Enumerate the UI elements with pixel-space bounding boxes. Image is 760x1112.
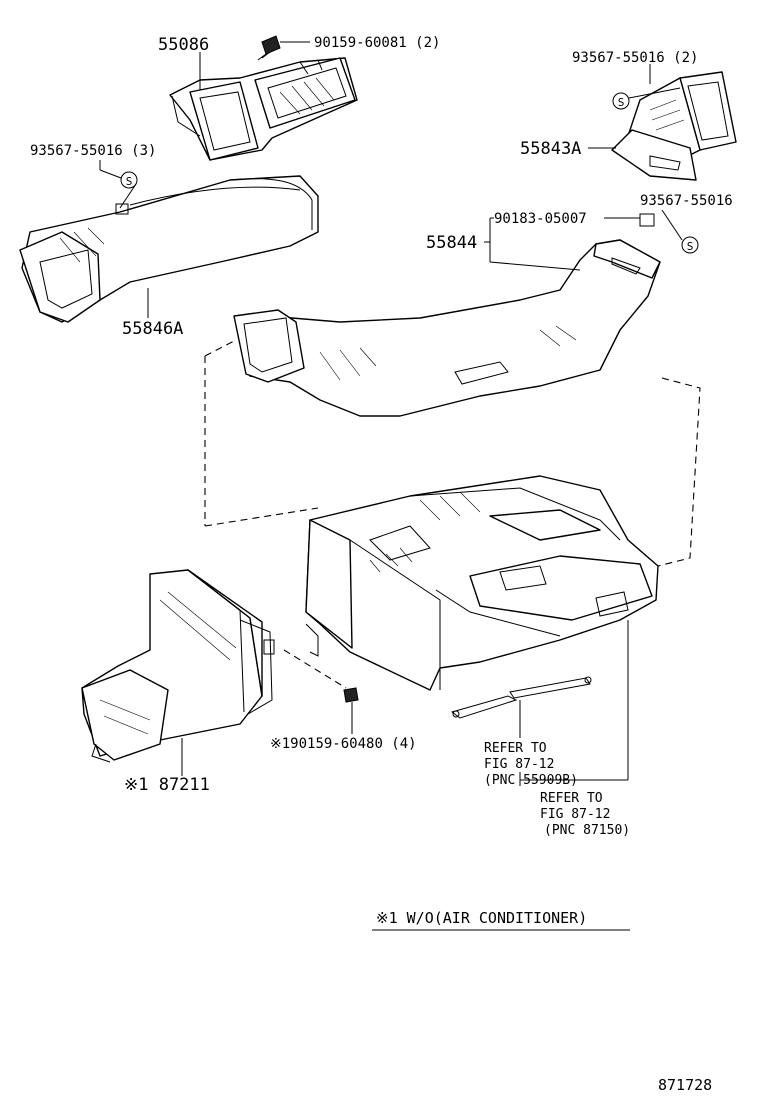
svg-text:S: S xyxy=(687,240,694,253)
label-55086: 55086 xyxy=(158,35,209,55)
screw-symbol-3: S xyxy=(681,236,699,254)
bolt-90159-60081 xyxy=(257,35,310,61)
figure-number: 871728 xyxy=(658,1076,712,1094)
label-87211: ※1 87211 xyxy=(124,775,210,795)
label-55846A: 55846A xyxy=(122,319,183,339)
label-93567-55016-2: 93567-55016 (2) xyxy=(572,50,698,66)
part-55844 xyxy=(233,213,661,417)
leader-lines xyxy=(99,52,683,786)
dashed-alignment-lines xyxy=(204,339,701,567)
part-87211 xyxy=(81,569,275,763)
screw-dashed-line xyxy=(283,649,347,689)
label-93567-55016: 93567-55016 xyxy=(640,193,733,209)
label-93567-55016-3: 93567-55016 (3) xyxy=(30,143,156,159)
part-55846A xyxy=(19,175,319,323)
heater-unit xyxy=(305,475,659,691)
label-90159-60480: ※190159-60480 (4) xyxy=(270,736,417,752)
part-55843A xyxy=(611,71,737,181)
svg-text:S: S xyxy=(126,175,133,188)
ref2-line3: (PNC 87150) xyxy=(544,823,630,838)
screw-90159-60480 xyxy=(343,687,359,734)
note-without-ac: ※1 W/O(AIR CONDITIONER) xyxy=(376,909,587,927)
label-55844: 55844 xyxy=(426,233,477,253)
control-cables xyxy=(450,676,592,719)
screw-symbol-1: S xyxy=(120,171,138,189)
ref1-line2: FIG 87-12 xyxy=(484,757,554,772)
part-labels: 55086 90159-60081 (2) 93567-55016 (2) 93… xyxy=(30,35,733,1094)
ref1-line1: REFER TO xyxy=(484,741,547,756)
part-55086 xyxy=(169,57,358,161)
svg-text:S: S xyxy=(618,96,625,109)
ref2-line1: REFER TO xyxy=(540,791,603,806)
ref1-line3: (PNC 55909B) xyxy=(484,773,578,788)
label-55843A: 55843A xyxy=(520,139,581,159)
label-90183-05007: 90183-05007 xyxy=(494,211,587,227)
label-90159-60081: 90159-60081 (2) xyxy=(314,35,440,51)
ref2-line2: FIG 87-12 xyxy=(540,807,610,822)
screw-symbol-2: S xyxy=(612,92,630,110)
